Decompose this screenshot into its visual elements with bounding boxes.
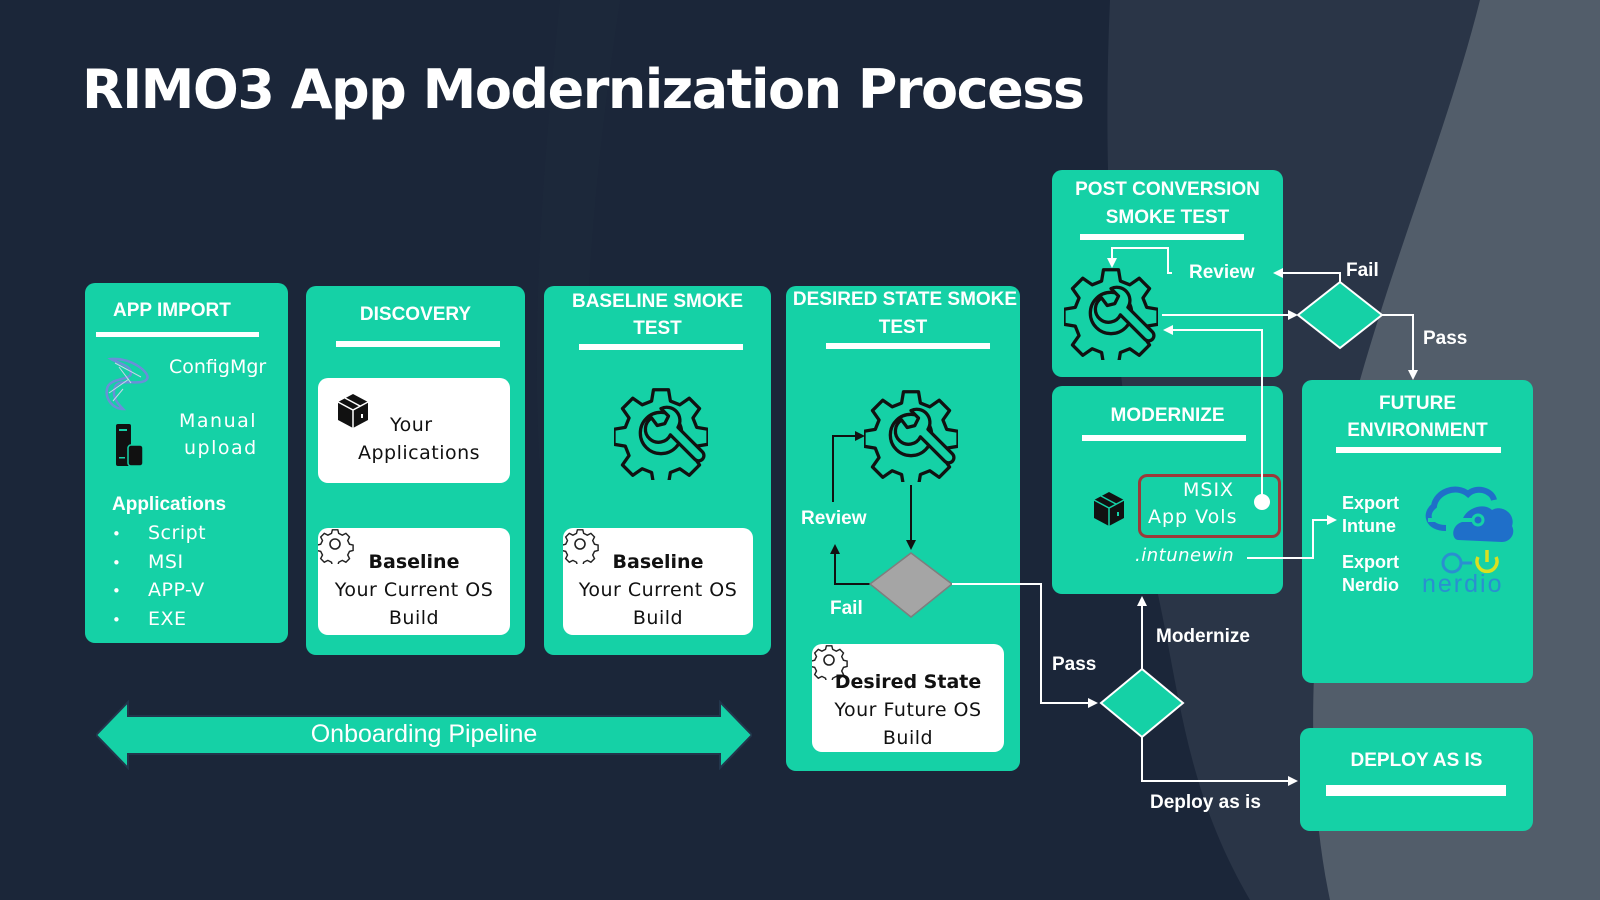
card-title-line1: BASELINE SMOKE	[571, 291, 744, 312]
azure-cloud-icon	[1425, 486, 1514, 542]
title-underline	[579, 344, 743, 350]
application-item: •MSI	[112, 550, 184, 573]
baseline-line1: Your Current OS	[334, 579, 494, 601]
card-app-import: APP IMPORT ConfigMgr Manual upload Appli…	[85, 283, 288, 643]
gear-icon	[318, 529, 354, 564]
baseline-box: Baseline Your Current OS Build	[318, 528, 510, 635]
desired-state-line2: Build	[882, 727, 934, 749]
source-manual-upload-line1: Manual	[179, 410, 258, 432]
pipeline-label: Onboarding Pipeline	[310, 720, 538, 748]
baseline-line2: Build	[388, 607, 440, 629]
server-icon	[116, 424, 144, 467]
baseline-heading: Baseline	[612, 551, 704, 573]
card-title-line2: TEST	[633, 318, 682, 339]
card-title: APP IMPORT	[113, 300, 231, 321]
application-item: •Script	[112, 522, 207, 544]
title-underline	[1082, 435, 1246, 441]
your-applications-line1: Your	[390, 414, 433, 436]
label-deploy-as-is: Deploy as is	[1150, 792, 1261, 813]
title-underline	[1336, 447, 1501, 453]
export-intune-line2: Intune	[1342, 516, 1396, 536]
card-title-line1: FUTURE	[1378, 393, 1457, 414]
card-title-line1: POST CONVERSION	[1075, 179, 1260, 200]
export-intune-line1: Export	[1342, 493, 1400, 513]
configmgr-icon	[105, 357, 149, 411]
label-fail-desired: Fail	[830, 598, 863, 619]
msix-appvols-box: MSIX App Vols	[1138, 474, 1281, 538]
your-applications-line2: Applications	[358, 442, 481, 464]
desired-state-heading: Desired State	[834, 671, 982, 693]
format-intunewin: .intunewin	[1135, 545, 1235, 566]
desired-state-box: Desired State Your Future OS Build	[812, 644, 1004, 752]
card-deploy-as-is: DEPLOY AS IS	[1300, 728, 1533, 831]
label-modernize: Modernize	[1156, 626, 1250, 647]
applications-heading: Applications	[112, 494, 227, 515]
card-title-line2: TEST	[878, 317, 928, 338]
desired-state-line1: Your Future OS	[834, 699, 982, 721]
card-discovery: DISCOVERY Your Applications Baseline You…	[306, 286, 525, 655]
title-underline	[336, 341, 500, 347]
applications-list: •Script •MSI •APP-V •EXE	[112, 520, 206, 634]
title-underline	[96, 332, 259, 337]
card-future-environment: FUTURE ENVIRONMENT Export Intune Export …	[1302, 380, 1533, 683]
card-title-line1: DESIRED STATE SMOKE	[792, 289, 1018, 310]
page-title: RIMO3 App Modernization Process	[82, 58, 1085, 121]
nerdio-logo-text: nerdio	[1422, 570, 1504, 598]
gear-wrench-icon	[864, 390, 958, 482]
format-msix: MSIX	[1183, 479, 1235, 501]
application-item: •EXE	[112, 607, 187, 630]
card-desired-state-smoke-test: DESIRED STATE SMOKE TEST Desired State Y…	[786, 286, 1020, 771]
nerdio-power-icon	[1441, 550, 1499, 574]
baseline-line1: Your Current OS	[578, 579, 738, 601]
baseline-heading: Baseline	[368, 551, 460, 573]
label-review-post: Review	[1189, 262, 1255, 283]
gear-icon	[812, 645, 848, 680]
card-title-line2: ENVIRONMENT	[1347, 420, 1488, 441]
card-title-line2: SMOKE TEST	[1105, 207, 1230, 228]
card-title: MODERNIZE	[1110, 405, 1225, 426]
baseline-box: Baseline Your Current OS Build	[563, 528, 753, 635]
card-title: DEPLOY AS IS	[1350, 750, 1483, 771]
export-nerdio-line1: Export	[1342, 552, 1400, 572]
gear-wrench-icon	[1064, 268, 1158, 360]
title-underline	[1080, 234, 1244, 240]
title-underline	[1326, 785, 1506, 796]
label-fail-post: Fail	[1346, 260, 1379, 281]
export-nerdio-line2: Nerdio	[1342, 575, 1400, 595]
card-modernize: MODERNIZE MSIX App Vols .intunewin	[1052, 386, 1283, 594]
title-underline	[826, 343, 990, 349]
label-review-desired: Review	[801, 508, 867, 529]
label-pass-mid: Pass	[1052, 654, 1097, 675]
package-icon	[1093, 492, 1125, 526]
onboarding-pipeline-arrow	[96, 700, 752, 770]
nerdio-logo: nerdio	[1422, 570, 1504, 599]
your-applications-box: Your Applications	[318, 378, 510, 483]
source-configmgr: ConfigMgr	[169, 356, 267, 378]
card-baseline-smoke-test: BASELINE SMOKE TEST Baseline Your Curren…	[544, 286, 771, 655]
format-app-vols: App Vols	[1148, 506, 1238, 528]
application-item: •APP-V	[112, 579, 205, 601]
baseline-line2: Build	[632, 607, 684, 629]
gear-wrench-icon	[614, 388, 708, 480]
package-icon	[337, 394, 369, 428]
source-manual-upload-line2: upload	[184, 437, 258, 459]
card-title: DISCOVERY	[359, 304, 472, 325]
gear-icon	[563, 529, 599, 564]
label-pass-post: Pass	[1423, 328, 1468, 349]
